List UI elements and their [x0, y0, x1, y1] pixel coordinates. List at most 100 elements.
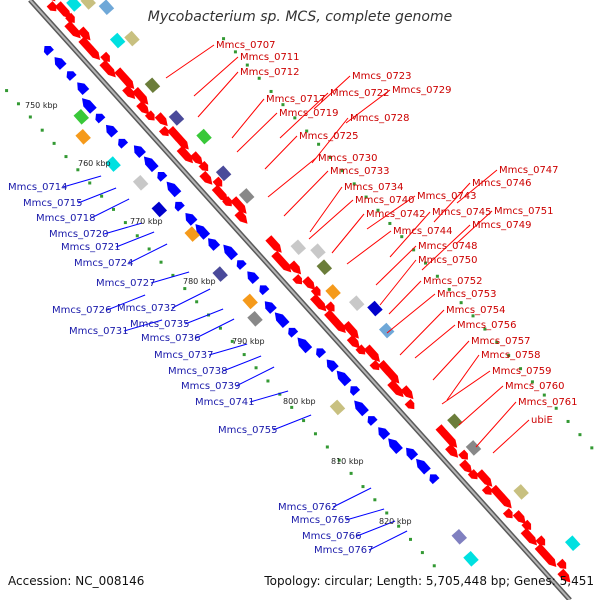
reverse-gene-shape [208, 238, 221, 251]
forward-gene [77, 26, 91, 41]
leader-line-forward [308, 199, 354, 240]
leader-line-forward [165, 44, 215, 79]
gc-dot [100, 194, 104, 198]
feature-block [349, 295, 365, 312]
feature-block [184, 226, 200, 242]
reverse-gene [326, 359, 339, 373]
feature-block-shape [238, 188, 255, 204]
reverse-gene-shape [350, 386, 361, 396]
gc-dot [373, 498, 377, 502]
feature-block-shape [465, 440, 482, 456]
forward-gene [230, 196, 247, 214]
gc-dot [64, 155, 68, 159]
tick-label: 820 kbp [379, 517, 412, 526]
reverse-gene-shape [133, 145, 146, 159]
feature-block-shape [168, 110, 185, 126]
gc-dot [230, 339, 234, 343]
feature-block [325, 284, 341, 300]
reverse-gene [354, 400, 369, 417]
leader-line-forward [432, 340, 470, 381]
feature-block-shape [144, 77, 161, 94]
reverse-gene [288, 327, 299, 338]
leader-line-reverse [235, 366, 275, 387]
gc-dot [159, 260, 163, 264]
gc-dot [325, 445, 329, 449]
forward-gene [481, 484, 492, 495]
leader-line-forward [456, 169, 498, 204]
gc-dot [495, 340, 499, 344]
leader-line-reverse [115, 231, 155, 248]
reverse-gene-shape [77, 82, 90, 96]
gc-dot [337, 458, 341, 462]
gene-label-reverse: Mmcs_0765 [291, 515, 351, 526]
gc-dot [278, 392, 282, 396]
feature-block-shape [349, 295, 365, 312]
forward-gene [400, 385, 414, 400]
gc-dot [483, 327, 487, 331]
forward-gene-shape [556, 558, 567, 569]
forward-gene [122, 85, 136, 99]
feature-block [212, 266, 228, 282]
reverse-gene-shape [288, 327, 299, 338]
forward-gene-shape [387, 379, 404, 398]
forward-gene-shape [512, 510, 526, 524]
forward-gene-shape [131, 87, 149, 105]
reverse-gene-shape [195, 224, 211, 240]
feature-block [80, 0, 96, 10]
gc-dot [266, 379, 270, 383]
reverse-gene [416, 458, 431, 475]
forward-gene [234, 209, 248, 224]
gene-label-forward: Mmcs_0730 [318, 153, 378, 164]
reverse-gene-shape [354, 400, 369, 417]
forward-gene-shape [77, 26, 91, 41]
gc-dot [281, 103, 285, 107]
forward-gene [475, 469, 493, 487]
feature-block-shape [565, 535, 581, 552]
forward-gene [386, 369, 400, 384]
forward-gene [498, 494, 512, 509]
forward-gene [535, 535, 546, 546]
gc-dot [542, 393, 546, 397]
gene-label-forward: Mmcs_0725 [299, 131, 359, 142]
feature-block-shape [329, 399, 346, 416]
forward-gene-shape [535, 535, 546, 546]
forward-gene [176, 145, 194, 164]
forward-gene [117, 71, 135, 89]
gene-label-reverse: Mmcs_0724 [74, 258, 134, 269]
feature-block-shape [196, 128, 212, 145]
gc-dot [554, 406, 558, 410]
leader-line-forward [279, 92, 329, 139]
feature-block-shape [66, 0, 82, 12]
leader-line-forward [421, 224, 471, 271]
map-title: Mycobacterium sp. MCS, complete genome [147, 9, 453, 25]
gene-label-forward: Mmcs_0761 [518, 397, 578, 408]
gene-label-forward: Mmcs_0740 [355, 195, 415, 206]
forward-gene-shape [288, 260, 302, 275]
feature-block-shape [513, 484, 529, 500]
reverse-gene-shape [95, 113, 106, 124]
reverse-gene [367, 416, 378, 426]
feature-block-shape [98, 0, 115, 16]
gc-dot [471, 314, 475, 318]
gc-dot [566, 419, 570, 423]
forward-gene-shape [342, 321, 359, 339]
forward-gene [212, 176, 223, 187]
leader-line-reverse [345, 508, 385, 521]
feature-block [367, 300, 383, 317]
leader-line-reverse [332, 487, 372, 508]
reverse-gene [54, 57, 67, 70]
leader-line-forward [331, 213, 365, 254]
reverse-gene [208, 238, 221, 251]
forward-gene [64, 20, 81, 39]
gc-dot [519, 367, 523, 371]
gc-dot [340, 169, 344, 173]
gc-dot [257, 76, 261, 80]
forward-gene [363, 344, 381, 362]
feature-block-shape [242, 293, 258, 310]
forward-gene [387, 379, 404, 398]
leader-line-forward [236, 112, 278, 153]
forward-gene-shape [404, 398, 415, 410]
leader-line-forward [433, 182, 471, 223]
gc-dot [222, 37, 226, 41]
accession-label: Accession: NC_008146 [8, 574, 145, 588]
